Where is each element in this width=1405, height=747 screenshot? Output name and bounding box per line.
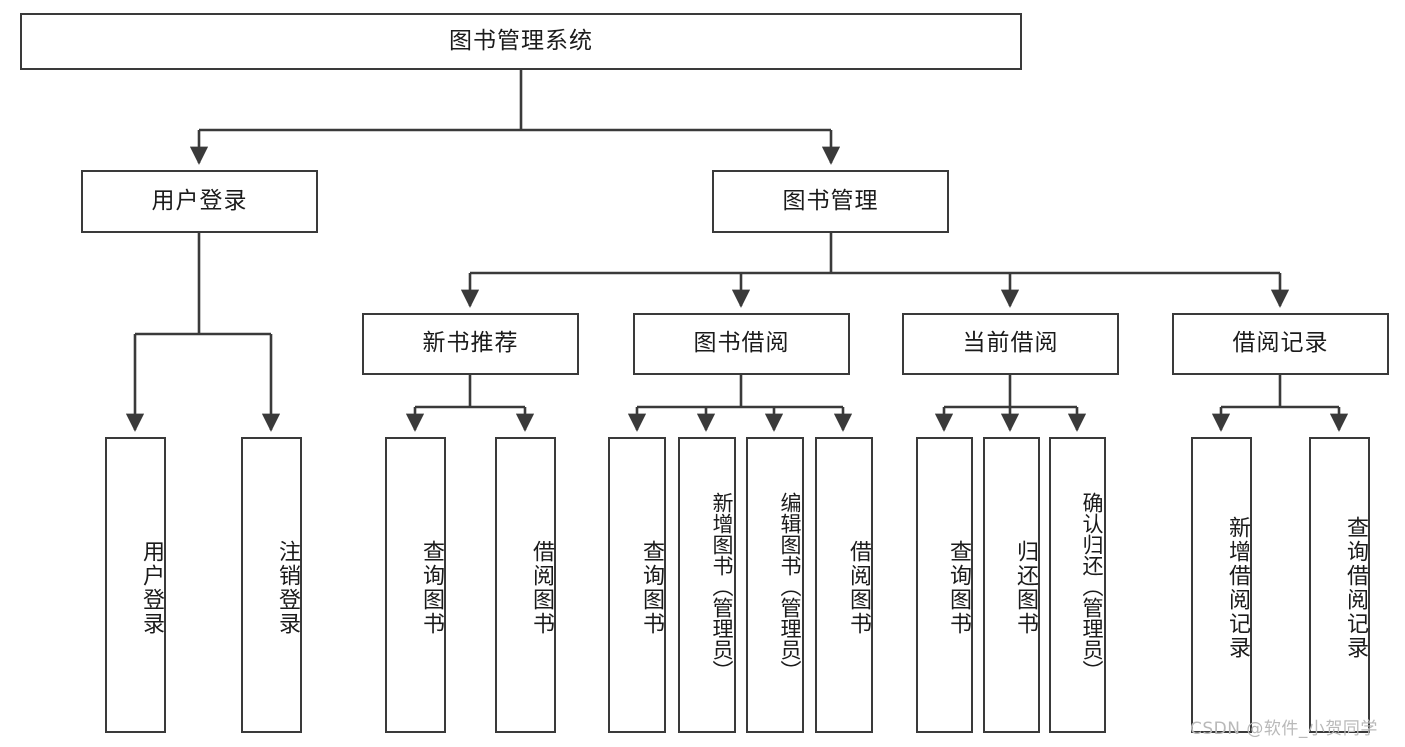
node-leaf-edit-book[interactable]: 编辑图书（管理员） [746, 437, 804, 733]
node-borrow-record[interactable]: 借阅记录 [1172, 313, 1389, 375]
csdn-watermark: CSDN @软件_小贺同学 [1190, 719, 1378, 739]
node-label: 归还图书 [1013, 540, 1038, 636]
node-leaf-user-login[interactable]: 用户登录 [105, 437, 166, 733]
node-label: 借阅图书 [846, 540, 871, 636]
node-label: 图书管理系统 [449, 27, 593, 54]
node-label: 图书管理 [782, 187, 879, 214]
node-label: 查询借阅记录 [1343, 516, 1368, 660]
node-leaf-query-record[interactable]: 查询借阅记录 [1309, 437, 1370, 733]
node-label: 查询图书 [639, 540, 664, 636]
node-leaf-query-book-3[interactable]: 查询图书 [916, 437, 973, 733]
node-label: 查询图书 [946, 540, 971, 636]
node-leaf-add-record[interactable]: 新增借阅记录 [1191, 437, 1252, 733]
node-leaf-add-book[interactable]: 新增图书（管理员） [678, 437, 736, 733]
node-label: 注销登录 [275, 540, 300, 636]
node-book-management-system[interactable]: 图书管理系统 [20, 13, 1022, 70]
node-book-borrow[interactable]: 图书借阅 [633, 313, 850, 375]
node-leaf-logout[interactable]: 注销登录 [241, 437, 302, 733]
node-leaf-query-book-1[interactable]: 查询图书 [385, 437, 446, 733]
node-user-login[interactable]: 用户登录 [81, 170, 318, 233]
node-leaf-borrow-book-1[interactable]: 借阅图书 [495, 437, 556, 733]
node-label: 借阅图书 [529, 540, 554, 636]
node-label: 新增借阅记录 [1225, 516, 1250, 660]
node-leaf-query-book-2[interactable]: 查询图书 [608, 437, 666, 733]
node-new-book-recommend[interactable]: 新书推荐 [362, 313, 579, 375]
node-label: 图书借阅 [693, 330, 790, 357]
node-label: 新书推荐 [422, 330, 519, 357]
node-label: 当前借阅 [962, 330, 1059, 357]
node-label: 用户登录 [139, 540, 164, 636]
node-leaf-borrow-book-2[interactable]: 借阅图书 [815, 437, 873, 733]
node-current-borrow[interactable]: 当前借阅 [902, 313, 1119, 375]
node-label: 编辑图书（管理员） [778, 492, 802, 681]
node-label: 用户登录 [151, 187, 248, 214]
node-label: 确认归还（管理员） [1080, 492, 1104, 681]
node-label: 查询图书 [419, 540, 444, 636]
node-leaf-confirm-return[interactable]: 确认归还（管理员） [1049, 437, 1106, 733]
node-book-management[interactable]: 图书管理 [712, 170, 949, 233]
node-leaf-return-book[interactable]: 归还图书 [983, 437, 1040, 733]
node-label: 借阅记录 [1232, 330, 1329, 357]
node-label: 新增图书（管理员） [710, 492, 734, 681]
